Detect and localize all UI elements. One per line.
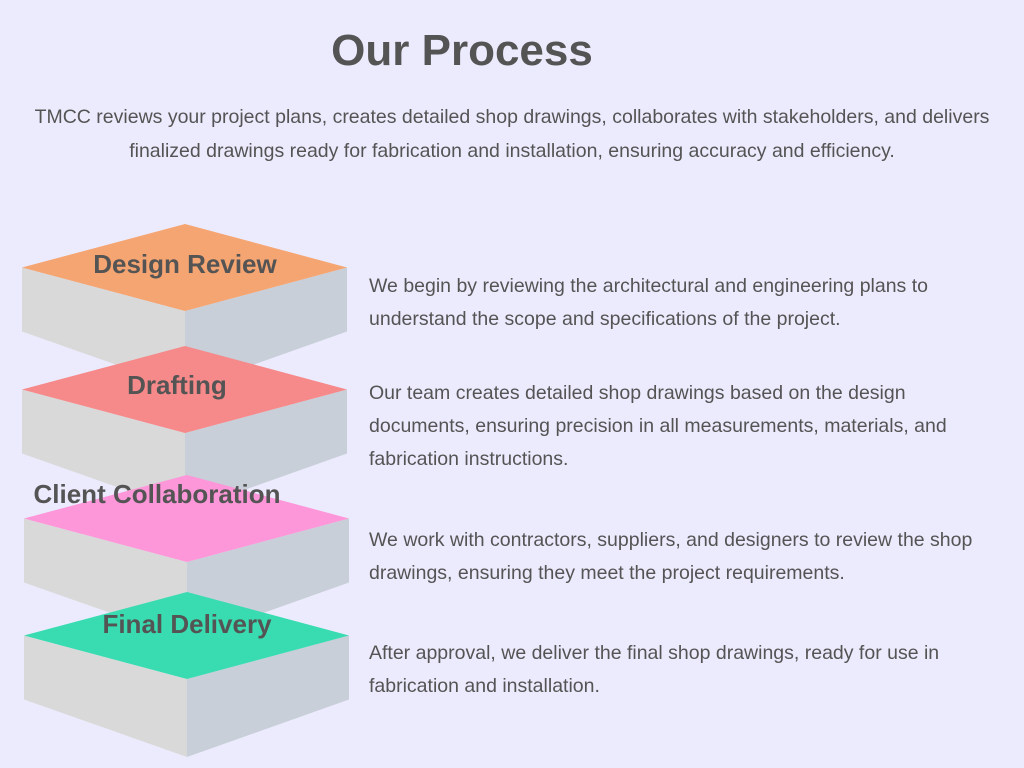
step-description-drafting: Our team creates detailed shop drawings … — [369, 382, 947, 470]
step-label-final-delivery: Final Delivery — [102, 609, 272, 639]
step-description-final-delivery: After approval, we deliver the final sho… — [369, 642, 940, 697]
step-label-client-collaboration: Client Collaboration — [33, 479, 281, 509]
block-right-face-final-delivery — [187, 635, 349, 757]
block-right-face-drafting — [185, 389, 347, 511]
page-title: Our Process — [331, 26, 593, 75]
step-label-drafting: Drafting — [127, 370, 227, 400]
step-description-design-review: We begin by reviewing the architectural … — [369, 275, 928, 330]
block-top-face-final-delivery — [24, 592, 349, 679]
step-description-client-collaboration: We work with contractors, suppliers, and… — [369, 529, 973, 584]
page-subtitle: TMCC reviews your project plans, creates… — [34, 106, 990, 162]
block-top-face-design-review — [22, 224, 347, 311]
block-left-face-final-delivery — [24, 635, 187, 757]
step-label-design-review: Design Review — [93, 249, 277, 279]
block-top-face-drafting — [22, 346, 347, 433]
block-left-face-drafting — [22, 389, 185, 511]
block-top-face-client-collaboration — [24, 475, 349, 562]
